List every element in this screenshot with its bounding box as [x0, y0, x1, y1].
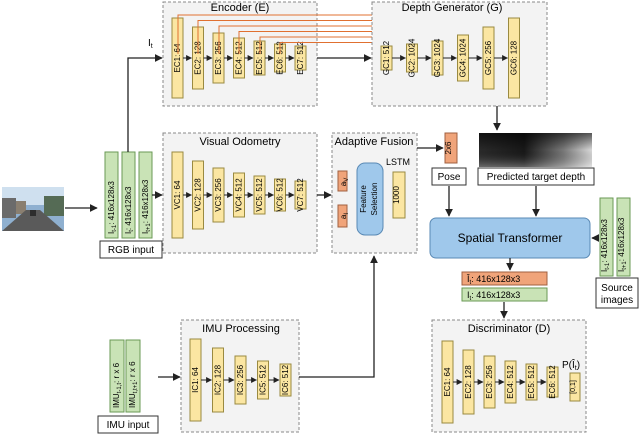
encoder-layer-label-2: EC2: 128: [194, 41, 203, 75]
vo-layer-block-7: [294, 180, 307, 210]
encoder-layer-label-1: EC1: 64: [173, 43, 182, 72]
disc-layer-label-5: EC5: 512: [527, 365, 536, 399]
imu-tensor-1: [109, 339, 125, 413]
synth-image-label: Ît: 416x128x3: [466, 274, 520, 286]
generator-layer-label-5: GC5: 256: [484, 40, 493, 75]
vo-layer-label-2: VC2: 128: [194, 178, 203, 212]
imu-processing-layers: IC1: 64 IC2: 128 IC3: 256 IC5: 512 IC6: 512: [189, 338, 292, 422]
depth-generator-layers: GC1: 512 GC2: 1024 GC3: 1024 GC4: 1024 GC5: …: [380, 17, 520, 99]
discriminator-output-block: [569, 372, 581, 402]
pose-label-box: [431, 167, 467, 186]
rgb-tensor-label-1: It-1: 416x128x3: [107, 181, 117, 234]
generator-layer-label-3: GC3: 1024: [433, 38, 442, 77]
discriminator-output-label: P(Ît): [562, 358, 580, 372]
imu-input-label: IMU input: [107, 420, 150, 431]
lstm-block: [392, 171, 406, 219]
visual-odometry-title: Visual Odometry: [199, 136, 281, 148]
source-image-tminus1-label: It-1: 416x128x3: [600, 219, 611, 272]
generator-layer-label-2: GC2: 1024: [408, 38, 417, 77]
target-image-label: It: 416x128x3: [467, 290, 520, 302]
feature-selection-block: [356, 162, 384, 236]
visual-odometry-layers: VC1: 64 VC2: 128 VC3: 256 VC4: 512 VC5: 512 V…: [171, 151, 307, 239]
encoder-layer-label-6: EC6: 512: [276, 41, 285, 75]
predicted-depth-label-box: [477, 167, 595, 186]
disc-layer-label-2: EC2: 128: [464, 365, 473, 399]
generator-layer-label-1: GC1: 512: [382, 40, 391, 75]
source-images-label-2: images: [601, 295, 633, 306]
pose-label: Pose: [438, 172, 461, 183]
rgb-input-tensors: It-1: 416x128x3 It: 416x128x3 It+1: 416x12…: [104, 151, 153, 239]
a-i-block: [337, 204, 348, 228]
generator-layer-block-6: [508, 17, 520, 99]
it-label: It: [148, 38, 153, 50]
imu-layer-label-5: IC6: 512: [281, 364, 290, 395]
imu-input-tensors: IMUt-1,t: r x 6 IMUt,t+1: r x 6: [109, 339, 141, 413]
imu-layer-label-1: IC1: 64: [191, 367, 200, 393]
disc-layer-label-6: EC6: 512: [548, 365, 557, 399]
source-images-label-box: [595, 277, 639, 309]
feature-selection-label-2: Selection: [370, 183, 379, 216]
source-image-tminus1: [599, 197, 614, 277]
rgb-input-label-box: [99, 240, 163, 259]
disc-layer-label-4: EC4: 512: [506, 365, 515, 399]
lstm-label: LSTM: [386, 157, 410, 167]
encoder-layer-label-7: EC7: 512: [296, 41, 305, 75]
rgb-input-label: RGB input: [108, 245, 154, 256]
a-v-block: [337, 170, 348, 192]
rgb-tensor-label-3: It+1: 416x128x3: [141, 179, 151, 234]
disc-layer-label-1: EC1: 64: [443, 367, 452, 396]
vo-layer-label-1: VC1: 64: [173, 180, 182, 209]
arrow-imu-to-fusion: [299, 255, 378, 378]
imu-tensor-label-2: IMUt,t+1: r x 6: [128, 361, 138, 408]
pose-block: [444, 132, 458, 164]
discriminator-output-range: [0,1]: [570, 380, 577, 394]
synth-image-bar: [461, 271, 548, 286]
feature-selection-label-1: Feature: [359, 185, 368, 213]
spatial-transformer-label: Spatial Transformer: [458, 231, 563, 245]
pose-shape: 2x6: [444, 141, 453, 154]
imu-tensor-2: [125, 339, 141, 413]
lstm-units: 1000: [392, 186, 401, 204]
vo-layer-label-5: VC5: 512: [255, 178, 264, 212]
target-image-bar: [461, 287, 548, 302]
encoder-title: Encoder (E): [211, 2, 270, 14]
imu-layer-label-2: IC2: 128: [214, 364, 223, 395]
depth-generator-title: Depth Generator (G): [402, 2, 503, 14]
street-image: [2, 187, 64, 231]
encoder-layer-label-3: EC3: 256: [214, 41, 223, 75]
adaptive-fusion-title: Adaptive Fusion: [335, 136, 414, 148]
imu-layer-label-3: IC3: 256: [236, 364, 245, 395]
discriminator-layers: EC1: 64 EC2: 128 EC3: 256 EC4: 512 EC5: 512 E…: [441, 340, 559, 424]
vo-layer-label-3: VC3: 256: [214, 178, 223, 212]
vo-layer-label-4: VC4: 512: [235, 178, 244, 212]
encoder-layer-block-7: [294, 45, 307, 71]
connections: [65, 54, 600, 381]
imu-processing-title: IMU Processing: [202, 323, 280, 335]
source-images-label-1: Source: [601, 283, 633, 294]
source-image-tplus1-label: It+1: 416x128x3: [617, 217, 628, 272]
a-i-label: aI: [339, 213, 350, 219]
imu-layer-label-4: IC5: 512: [259, 364, 268, 395]
generator-layer-label-6: GC6: 128: [510, 40, 519, 75]
a-v-label: aV: [339, 178, 350, 186]
imu-input-label-box: [97, 415, 159, 434]
vo-layer-label-6: VC6: 512: [276, 178, 285, 212]
disc-layer-block-6: [546, 366, 559, 398]
encoder-layer-label-5: EC5: 512: [255, 41, 264, 75]
imu-tensor-label-1: IMUt-1,t: r x 6: [112, 362, 122, 408]
disc-layer-label-3: EC3: 256: [485, 365, 494, 399]
rgb-tensor-label-2: It: 416x128x3: [124, 186, 134, 234]
generator-layer-label-4: GC4: 1024: [459, 38, 468, 77]
rgb-tensor-1: [104, 151, 119, 239]
vo-layer-label-7: VC7: 512: [296, 178, 305, 212]
imu-layer-block-5: [279, 363, 292, 397]
predicted-depth-label: Predicted target depth: [487, 172, 585, 183]
arrow-rgb-to-encoder: [127, 54, 163, 152]
discriminator-title: Discriminator (D): [468, 323, 551, 335]
source-image-tplus1: [616, 197, 631, 277]
encoder-layer-label-4: EC4: 512: [235, 41, 244, 75]
